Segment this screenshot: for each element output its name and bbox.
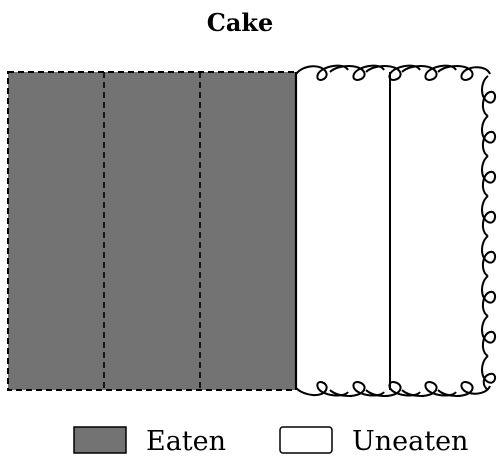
legend-label-uneaten: Uneaten [352, 426, 468, 457]
frosting-top [295, 64, 491, 81]
legend-label-eaten: Eaten [146, 426, 226, 457]
legend-swatch-uneaten [279, 426, 333, 454]
diagram-title: Cake [207, 8, 274, 37]
cake [7, 64, 496, 397]
uneaten-region [296, 72, 489, 390]
legend: Eaten Uneaten [73, 426, 468, 457]
legend-swatch-eaten [73, 426, 127, 454]
frosting-bottom [295, 381, 491, 397]
frosting-right [481, 75, 496, 391]
eaten-region [7, 71, 297, 391]
